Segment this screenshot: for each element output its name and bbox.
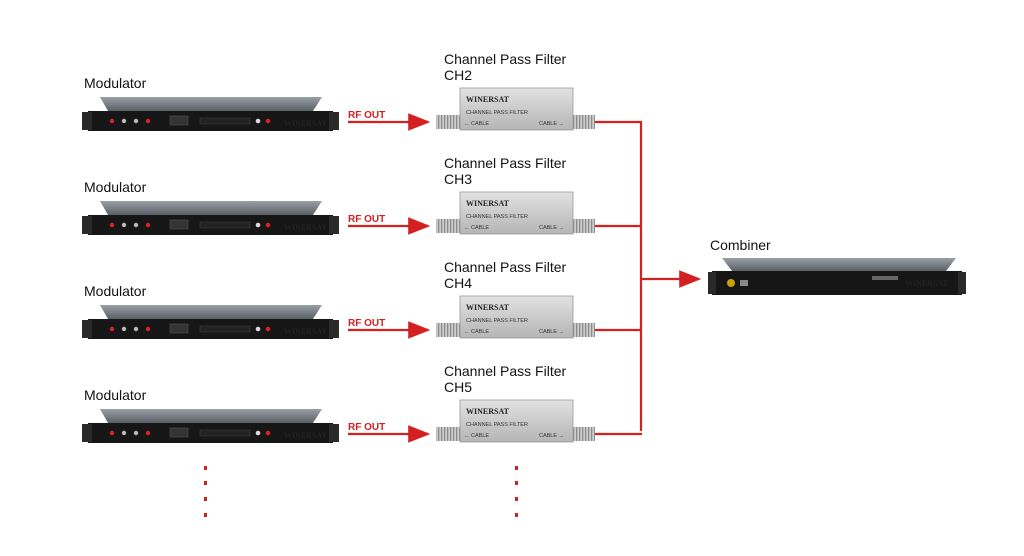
modulator-unit: WINERSAT xyxy=(82,201,339,235)
svg-text:WINERSAT: WINERSAT xyxy=(284,327,328,336)
svg-text:← CABLE: ← CABLE xyxy=(464,433,489,439)
filter-title: Channel Pass Filter xyxy=(444,259,567,275)
channel-label: CH2 xyxy=(444,67,472,83)
modulator-unit: WINERSAT xyxy=(82,305,339,339)
svg-text:← CABLE: ← CABLE xyxy=(464,225,489,231)
svg-text:WINERSAT: WINERSAT xyxy=(466,407,510,416)
channel-pass-filter-unit: WINERSAT CHANNEL PASS FILTER ← CABLE CABLE … xyxy=(436,87,595,131)
filter-title: Channel Pass Filter xyxy=(444,51,567,67)
rf-out-label: RF OUT xyxy=(348,318,385,329)
channel-pass-filter-unit: WINERSAT CHANNEL PASS FILTER ← CABLE CABLE … xyxy=(436,399,595,443)
svg-text:← CABLE: ← CABLE xyxy=(464,121,489,127)
channel-label: CH4 xyxy=(444,275,472,291)
svg-text:WINERSAT: WINERSAT xyxy=(466,199,510,208)
continuation-dots-filters xyxy=(515,466,518,517)
filter-title: Channel Pass Filter xyxy=(444,155,567,171)
modulator-label: Modulator xyxy=(84,75,147,91)
rf-connector-icon xyxy=(727,279,735,287)
rf-out-label: RF OUT xyxy=(348,110,385,121)
svg-text:CHANNEL PASS FILTER: CHANNEL PASS FILTER xyxy=(466,318,528,324)
modulator-unit: WINERSAT xyxy=(82,97,339,131)
channel-pass-filter-unit: WINERSAT CHANNEL PASS FILTER ← CABLE CABLE … xyxy=(436,191,595,235)
svg-text:CABLE →: CABLE → xyxy=(539,225,564,231)
channel-pass-filter-unit: WINERSAT CHANNEL PASS FILTER ← CABLE CABLE … xyxy=(436,295,595,339)
svg-text:← CABLE: ← CABLE xyxy=(464,329,489,335)
modulator-label: Modulator xyxy=(84,387,147,403)
svg-text:CABLE →: CABLE → xyxy=(539,433,564,439)
svg-text:CHANNEL PASS FILTER: CHANNEL PASS FILTER xyxy=(466,422,528,428)
svg-text:CABLE →: CABLE → xyxy=(539,121,564,127)
channel-label: CH3 xyxy=(444,171,472,187)
modulator-label: Modulator xyxy=(84,283,147,299)
svg-text:CHANNEL PASS FILTER: CHANNEL PASS FILTER xyxy=(466,110,528,116)
svg-text:CABLE →: CABLE → xyxy=(539,329,564,335)
modulator-unit: WINERSAT xyxy=(82,409,339,443)
svg-text:WINERSAT: WINERSAT xyxy=(466,303,510,312)
svg-text:CHANNEL PASS FILTER: CHANNEL PASS FILTER xyxy=(466,214,528,220)
filter-title: Channel Pass Filter xyxy=(444,363,567,379)
svg-text:WINERSAT: WINERSAT xyxy=(905,279,949,288)
combiner-unit: WINERSAT xyxy=(708,258,966,295)
rf-out-label: RF OUT xyxy=(348,422,385,433)
modulator-label: Modulator xyxy=(84,179,147,195)
combiner-label: Combiner xyxy=(710,237,771,253)
svg-text:WINERSAT: WINERSAT xyxy=(284,119,328,128)
svg-text:WINERSAT: WINERSAT xyxy=(466,95,510,104)
svg-text:WINERSAT: WINERSAT xyxy=(284,223,328,232)
rf-out-label: RF OUT xyxy=(348,214,385,225)
channel-label: CH5 xyxy=(444,379,472,395)
continuation-dots-modulators xyxy=(204,466,207,517)
svg-text:WINERSAT: WINERSAT xyxy=(284,431,328,440)
